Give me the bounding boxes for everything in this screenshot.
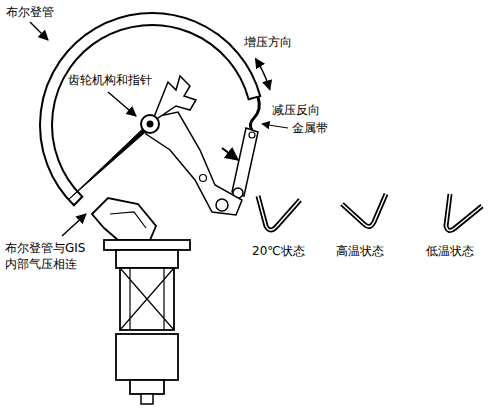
socket-elbow [110,212,146,228]
label-holder: 金属带 [292,120,328,136]
bourdon-tube [40,13,260,205]
bimetal-cold [446,194,482,231]
direction-arrow [256,59,270,90]
part-label: 齿轮机构和指针 [68,72,152,88]
part-label: 高温状态 [336,243,384,259]
part-label: 低温状态 [426,243,474,259]
base-tab [141,394,153,404]
link-bar [232,128,258,196]
bimetal-20c [258,196,300,230]
base-block [116,334,178,380]
label-holder: 低温状态 [426,243,474,259]
hatched-body [120,268,174,330]
pointer-needle [68,120,152,200]
part-label: 20℃状态 [252,243,305,259]
linkage-plate [146,112,242,215]
label-holder: 减压反向 [272,102,320,118]
hatch-cross [120,268,174,330]
bimetal-cold [446,194,482,231]
gear-hub [141,115,159,133]
leader-arrow [108,92,136,116]
label-holder: 增压方向 [244,34,292,50]
pivot [216,199,228,211]
label-holder: 布尔登管与GIS 内部气压相连 [5,240,99,272]
label-holder: 齿轮机构和指针 [68,72,152,88]
part-label: 布尔登管与GIS 内部气压相连 [5,240,99,272]
leader-arrow [262,124,288,128]
part-label: 布尔登管 [6,4,54,20]
label-holder: 20℃状态 [252,243,305,259]
leader-arrow [30,22,48,40]
socket-elbow [92,198,156,240]
part-label: 减压反向 [272,102,320,118]
stem [116,250,178,268]
part-label: 增压方向 [244,34,292,50]
pivot [249,132,255,138]
leader-arrow [62,214,86,236]
pivot [200,175,207,182]
label-holder: 高温状态 [336,243,384,259]
bimetal-hot [342,194,386,227]
flange [104,240,190,250]
gear-sector [152,76,196,122]
leader-arrow [222,148,238,160]
bimetal-20c [258,196,300,230]
part-label: 金属带 [292,120,328,136]
metal-band [250,97,259,130]
base-nut [130,380,164,394]
gear-hub [147,121,154,128]
label-holder: 布尔登管 [6,4,54,20]
bimetal-hot [342,194,386,227]
